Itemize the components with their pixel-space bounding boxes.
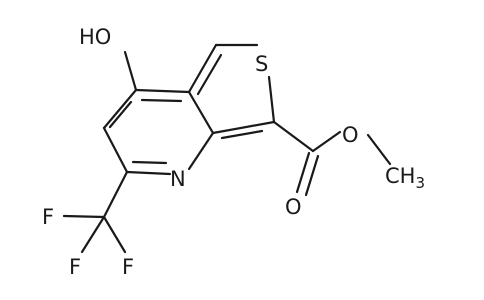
methyl-count: 3 <box>415 174 425 192</box>
bond-s-c1 <box>267 75 276 124</box>
methyl-label: CH3 <box>385 164 425 192</box>
bond-c7-c6 <box>102 88 138 130</box>
bond-c7a-c3a <box>187 90 215 135</box>
bond-c5-n-double <box>131 160 168 165</box>
fluorine-right-label: F <box>122 255 134 279</box>
bond-c5-cf3 <box>102 170 129 219</box>
bond-c3a-c3-double <box>196 53 223 96</box>
fluorine-bottom-label: F <box>69 255 81 279</box>
bond-c7-oh <box>123 50 138 92</box>
bond-c5-n <box>125 170 172 176</box>
carbonyl-oxygen-label: O <box>285 195 302 219</box>
bond-cf3-f-right <box>102 215 127 254</box>
bond-c3a-c3 <box>187 43 218 94</box>
bond-n-c7a <box>187 131 215 171</box>
sulfur-label: S <box>255 52 268 76</box>
methyl-hydrogen: H <box>400 164 416 188</box>
atom-labels: HO S N O O CH3 F F F <box>42 25 425 279</box>
bond-oester-ch3 <box>366 133 392 166</box>
bond-ccarbonyl-oester <box>311 130 342 153</box>
bond-c1-c7a <box>211 120 276 135</box>
bonds <box>62 43 392 254</box>
bond-cf3-f-left <box>62 214 106 219</box>
bond-c6-c5 <box>102 126 129 174</box>
nitrogen-label: N <box>170 167 186 191</box>
hydroxyl-label: HO <box>79 25 111 49</box>
bond-c7-c6-double <box>108 100 133 129</box>
bond-c1-c7a-double <box>220 129 264 140</box>
methyl-carbon: C <box>385 164 400 188</box>
bond-cf3-f-bottom <box>80 215 106 254</box>
bond-ccarbonyl-o-double-a <box>295 151 311 194</box>
fluorine-left-label: F <box>42 205 54 229</box>
bond-ccarbonyl-o-double-b <box>304 154 320 197</box>
bond-c1-ccarbonyl <box>272 120 315 153</box>
ester-oxygen-label: O <box>342 123 359 147</box>
bond-c3a-c7 <box>134 88 191 94</box>
bond-c3a-c7-double <box>140 98 183 103</box>
